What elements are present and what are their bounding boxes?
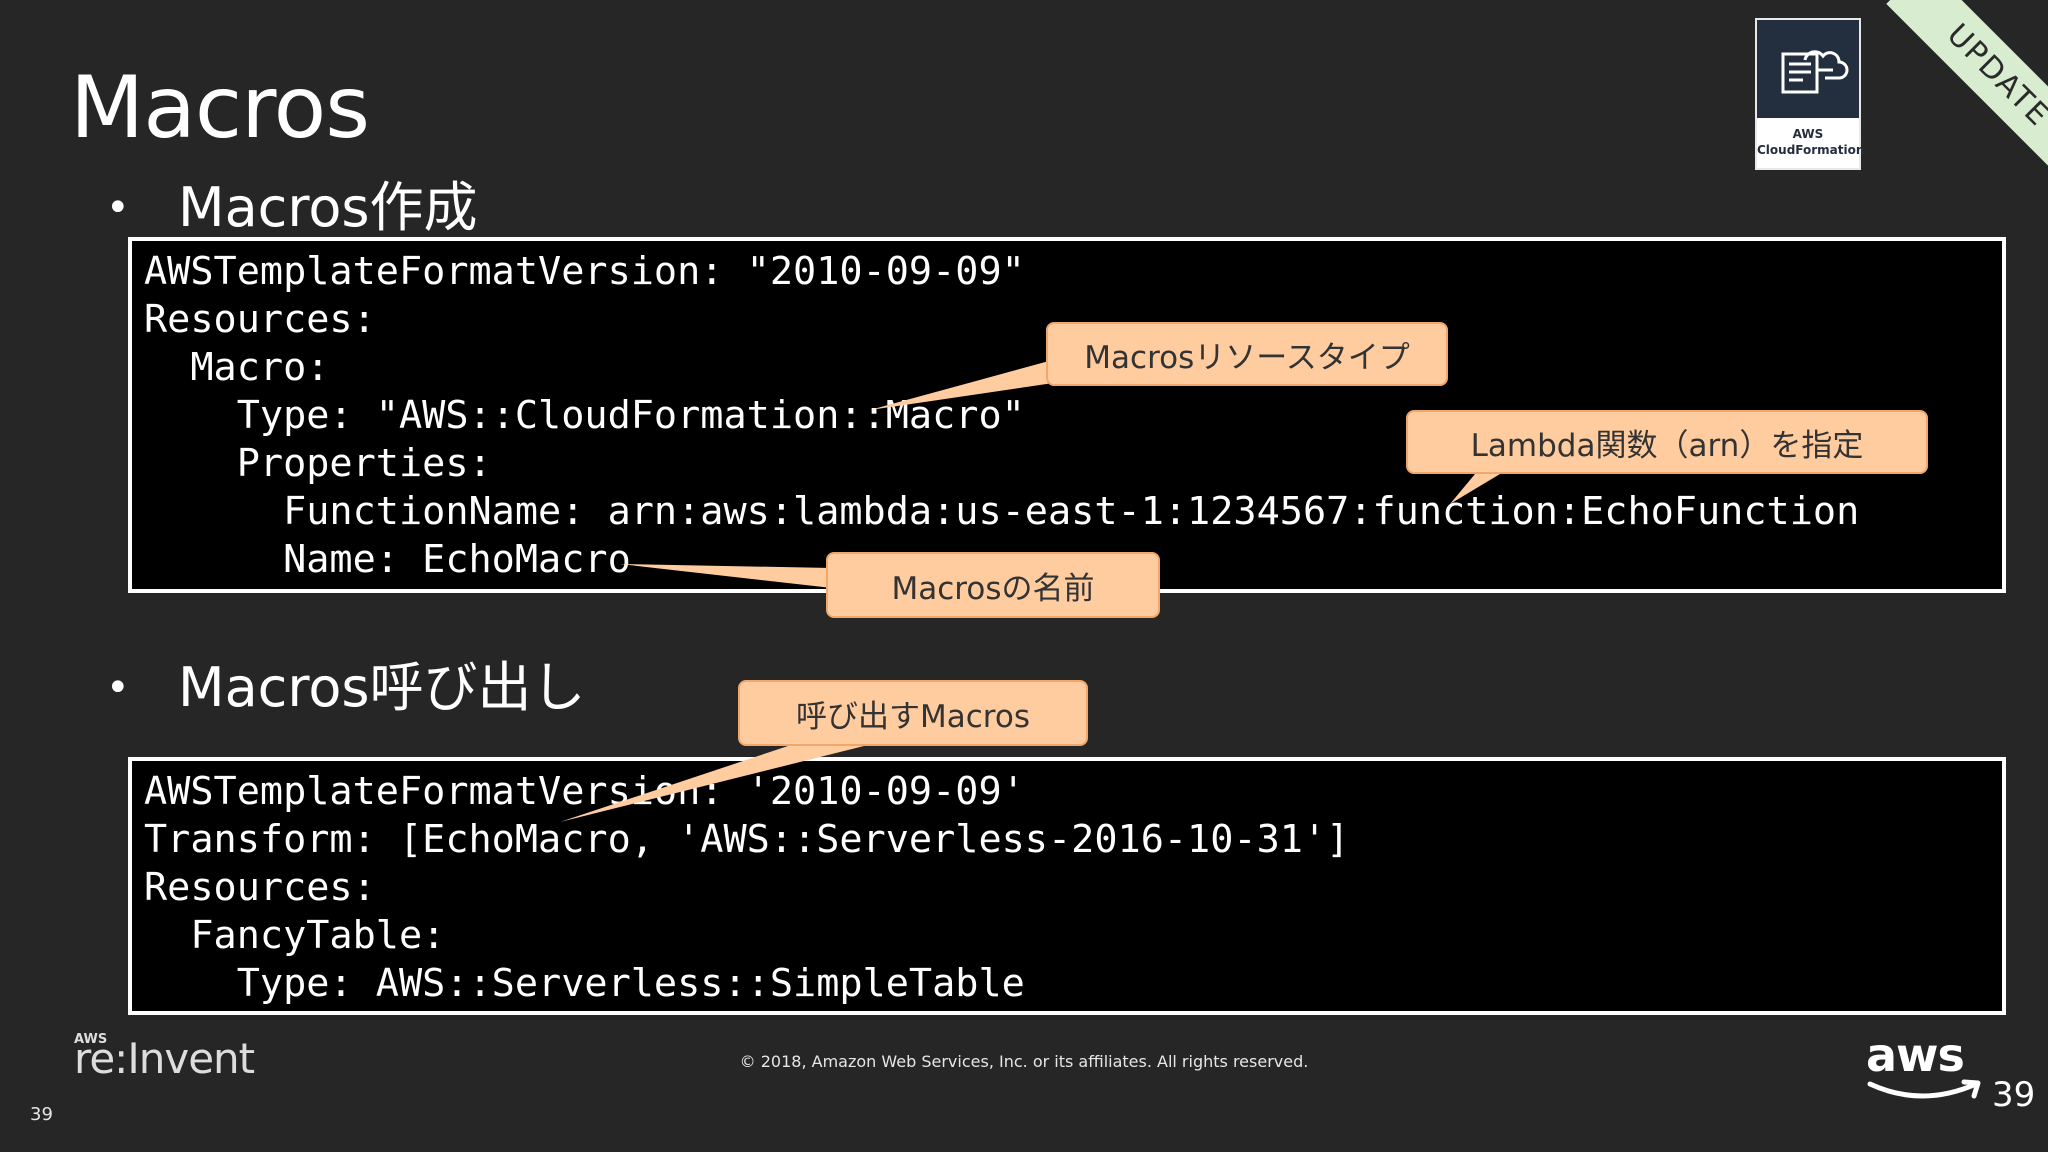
reinvent-aws-prefix: AWS xyxy=(74,1032,108,1047)
reinvent-name: re:Invent xyxy=(74,1034,255,1083)
code-block-invoke: AWSTemplateFormatVersion: '2010-09-09' T… xyxy=(128,757,2006,1015)
badge-caption: AWS CloudFormation xyxy=(1757,118,1865,168)
code-line: Name: EchoMacro xyxy=(144,537,631,582)
code-line: FunctionName: arn:aws:lambda:us-east-1:1… xyxy=(144,489,1860,534)
code-line: Macro: xyxy=(144,345,330,390)
page-number: 39 xyxy=(1992,1075,2036,1115)
code-line: AWSTemplateFormatVersion: "2010-09-09" xyxy=(144,249,1025,294)
bullet-marker: • xyxy=(106,185,130,231)
bullet-marker: • xyxy=(106,665,130,711)
aws-wordmark: aws xyxy=(1866,1028,1965,1082)
code-line: Resources: xyxy=(144,865,376,910)
update-ribbon-label: UPDATE xyxy=(1886,0,2048,188)
bullet-create-text: Macros作成 xyxy=(178,176,478,239)
code-line: Type: "AWS::CloudFormation::Macro" xyxy=(144,393,1025,438)
badge-line1: AWS xyxy=(1792,127,1824,141)
callout-resource-type: Macrosリソースタイプ xyxy=(1046,322,1448,386)
callout-macro-name: Macrosの名前 xyxy=(826,552,1160,618)
page-number-corner: 39 xyxy=(30,1104,53,1125)
update-ribbon: UPDATE xyxy=(1848,0,2048,200)
cloudformation-icon xyxy=(1781,50,1849,94)
code-line: Type: AWS::Serverless::SimpleTable xyxy=(144,961,1025,1006)
code-line: Properties: xyxy=(144,441,492,486)
bullet-create: • Macros作成 xyxy=(106,176,478,240)
badge-line2: CloudFormation xyxy=(1757,143,1865,157)
aws-logo: aws xyxy=(1866,1028,1981,1099)
aws-smile-icon xyxy=(1867,1079,1981,1099)
slide-title: Macros xyxy=(70,58,370,158)
bullet-invoke-text: Macros呼び出し xyxy=(178,656,586,719)
callout-invoked-macro: 呼び出すMacros xyxy=(738,680,1088,746)
callout-lambda-arn: Lambda関数（arn）を指定 xyxy=(1406,410,1928,474)
code-line: Resources: xyxy=(144,297,376,342)
cloudformation-badge: AWS CloudFormation xyxy=(1755,18,1865,170)
code-line: AWSTemplateFormatVersion: '2010-09-09' xyxy=(144,769,1025,814)
copyright: © 2018, Amazon Web Services, Inc. or its… xyxy=(739,1052,1309,1071)
code-line: Transform: [EchoMacro, 'AWS::Serverless-… xyxy=(144,817,1350,862)
bullet-invoke: • Macros呼び出し xyxy=(106,656,586,720)
code-line: FancyTable: xyxy=(144,913,446,958)
